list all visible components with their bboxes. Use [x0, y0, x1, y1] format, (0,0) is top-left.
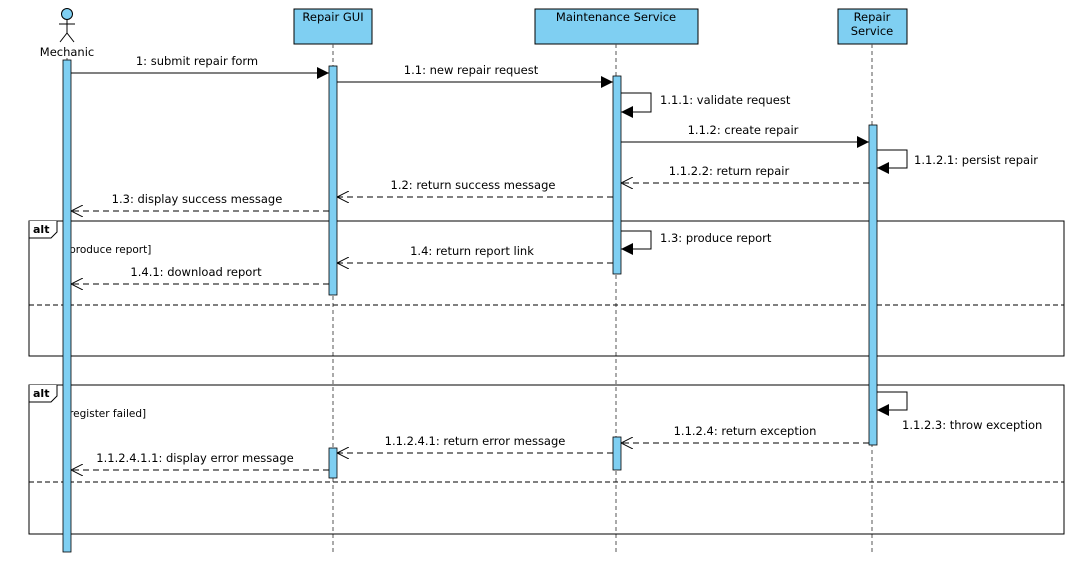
activation-repair-service — [868, 124, 878, 446]
message-1-4: 1.4: return report link — [337, 244, 613, 263]
message-1-2: 1.2: return success message — [337, 178, 613, 197]
message-label: 1.3: produce report — [660, 231, 772, 245]
message-label: 1: submit repair form — [136, 54, 258, 68]
message-label: 1.1.1: validate request — [660, 93, 791, 107]
actor-mechanic: Mechanic — [40, 8, 94, 59]
activation-mechanic — [62, 59, 72, 553]
message-label: 1.4.1: download report — [130, 265, 262, 279]
message-label: 1.1.2.3: throw exception — [902, 418, 1042, 432]
message-1-1-2: 1.1.2: create repair — [621, 123, 869, 148]
message-1-1: 1.1: new repair request — [337, 63, 613, 88]
message-label: 1.1: new repair request — [404, 63, 539, 77]
message-label: 1.2: return success message — [391, 178, 556, 192]
fragment-operator: alt — [33, 387, 49, 400]
fragment-guard: [register failed] — [65, 408, 146, 420]
message-label: 1.1.2: create repair — [688, 123, 799, 137]
message-1-4-1: 1.4.1: download report — [71, 265, 329, 284]
message-label: 1.1.2.4.1.1: display error message — [96, 451, 293, 465]
fragment-guard: [produce report] — [65, 244, 151, 256]
activation-maintenance-service-1 — [612, 75, 622, 275]
participant-label: Repair GUI — [302, 10, 363, 24]
activation-repair-gui-2 — [328, 447, 338, 479]
message-1-1-2-3: 1.1.2.3: throw exception — [877, 391, 1042, 432]
message-label: 1.1.2.2: return repair — [669, 164, 790, 178]
message-1: 1: submit repair form — [71, 54, 329, 79]
alt-fragment-produce-report: alt [produce report] — [28, 220, 1065, 357]
message-1-1-2-1: 1.1.2.1: persist repair — [877, 149, 1038, 174]
fragment-operator: alt — [33, 223, 49, 236]
message-label: 1.1.2.4.1: return error message — [385, 434, 566, 448]
message-1-1-2-4-1: 1.1.2.4.1: return error message — [337, 434, 613, 453]
message-label: 1.1.2.1: persist repair — [914, 153, 1038, 167]
participant-label: Maintenance Service — [556, 10, 676, 24]
participant-label-line1: Repair — [854, 10, 891, 24]
participant-label-line2: Service — [851, 24, 894, 38]
message-1-1-2-4-1-1: 1.1.2.4.1.1: display error message — [71, 451, 329, 470]
message-label: 1.4: return report link — [410, 244, 534, 258]
participant-maintenance-service: Maintenance Service — [534, 8, 699, 45]
alt-fragment-register-failed: alt [register failed] — [28, 384, 1065, 535]
participant-repair-gui: Repair GUI — [293, 8, 373, 45]
stick-figure-icon — [59, 8, 75, 43]
message-1-3-produce-report: 1.3: produce report — [621, 230, 772, 255]
activation-maintenance-service-2 — [612, 436, 622, 471]
message-label: 1.1.2.4: return exception — [674, 424, 817, 438]
message-1-1-2-2: 1.1.2.2: return repair — [621, 164, 869, 183]
activation-repair-gui-1 — [328, 65, 338, 296]
message-1-1-2-4: 1.1.2.4: return exception — [621, 424, 869, 443]
message-1-3: 1.3: display success message — [71, 192, 329, 211]
participant-repair-service: Repair Service — [837, 8, 908, 45]
message-1-1-1: 1.1.1: validate request — [621, 92, 791, 118]
actor-label: Mechanic — [40, 45, 94, 59]
message-label: 1.3: display success message — [112, 192, 283, 206]
